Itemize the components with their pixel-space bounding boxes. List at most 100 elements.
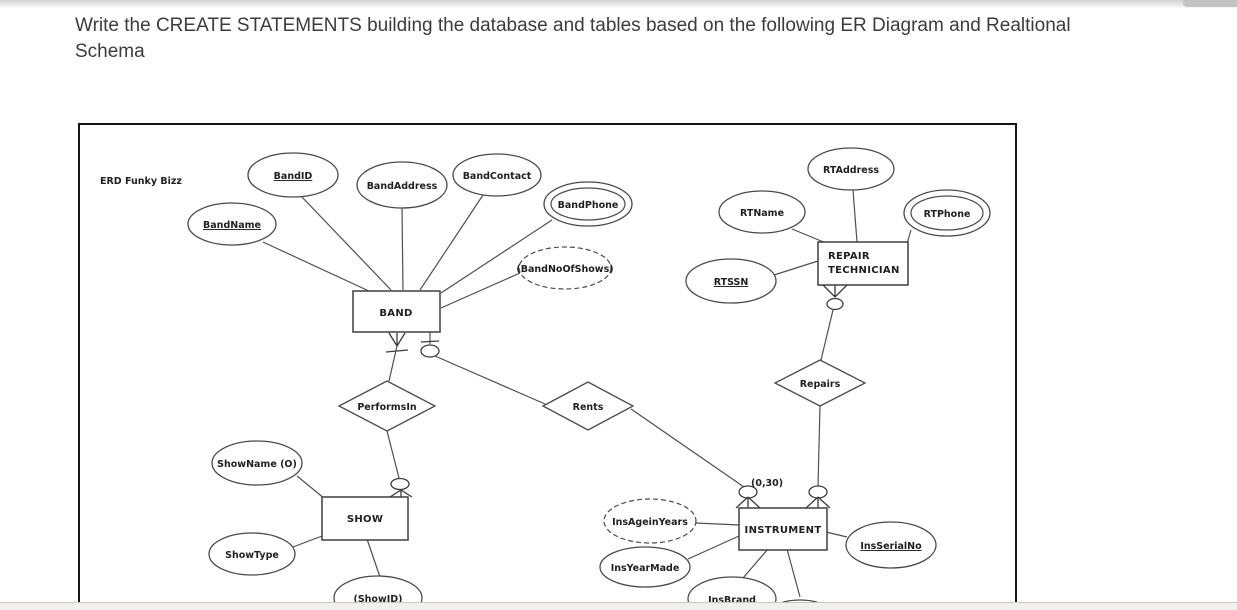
entity-rect — [817, 241, 909, 286]
connector-line — [296, 475, 326, 500]
connector-line — [695, 522, 740, 526]
connector-line — [401, 207, 404, 291]
attribute-ellipse — [807, 147, 895, 191]
attribute-ellipse-dashed — [603, 498, 697, 544]
connector-line — [300, 195, 392, 291]
attribute-band-contact: BandContact — [452, 153, 542, 197]
question-text: Write the CREATE STATEMENTS building the… — [75, 13, 1135, 65]
diagram-title: ERD Funky Bizz — [100, 176, 182, 187]
crows-foot-notation — [735, 496, 761, 509]
attribute-ellipse — [687, 576, 777, 610]
attribute-ellipse-outer — [903, 189, 991, 237]
connector-line — [386, 430, 400, 479]
connector-line — [825, 531, 848, 538]
connector-line — [817, 405, 821, 487]
connector-line — [786, 548, 801, 598]
crows-foot-notation — [805, 496, 831, 509]
attribute-ins-age-in-years: InsAgeinYears — [603, 498, 697, 544]
attribute-band-phone: BandPhone — [543, 181, 633, 227]
attribute-label: InsBrand — [708, 595, 756, 606]
connector-line — [388, 345, 398, 382]
attribute-ellipse — [211, 440, 303, 486]
question-text-line2: Schema — [75, 41, 145, 62]
connector-line — [773, 260, 819, 276]
attribute-ellipse — [333, 575, 423, 610]
connector-line — [630, 408, 745, 488]
diamond-shape — [541, 381, 635, 431]
crows-foot-notation — [389, 489, 413, 498]
connector-line — [366, 538, 381, 578]
attribute-ellipse-inner — [550, 187, 626, 221]
attribute-rt-name: RTName — [718, 190, 806, 234]
connector-line — [434, 355, 546, 405]
one-tick-notation — [420, 340, 440, 343]
attribute-band-name: BandName — [187, 202, 277, 246]
attribute-rt-address: RTAddress — [807, 147, 895, 191]
attribute-label: (ShowID) — [353, 594, 402, 605]
connector-line — [292, 535, 323, 548]
attribute-label: BandAddress — [367, 181, 438, 192]
attribute-ellipse — [247, 152, 339, 198]
attribute-band-id: BandID — [247, 152, 339, 198]
attribute-label: RTName — [740, 208, 784, 219]
attribute-rt-ssn: RTSSN — [685, 258, 777, 304]
relationship-label: Repairs — [800, 379, 841, 390]
entity-label-line1: REPAIR — [828, 251, 870, 262]
entity-instrument: INSTRUMENT — [738, 507, 828, 551]
question-text-line1: Write the CREATE STATEMENTS building the… — [75, 15, 1071, 36]
attribute-label: InsSerialNo — [860, 541, 922, 552]
connector-line — [852, 189, 858, 243]
attribute-ellipse — [187, 202, 277, 246]
attribute-ellipse — [718, 190, 806, 234]
attribute-ellipse — [208, 532, 296, 576]
optional-circle-notation — [390, 477, 410, 491]
connector-line — [791, 228, 827, 244]
attribute-label: ShowType — [225, 550, 279, 561]
entity-label: SHOW — [347, 514, 383, 525]
attribute-label: RTPhone — [924, 209, 971, 220]
entity-label: INSTRUMENT — [745, 525, 822, 536]
entity-label-line2: TECHNICIAN — [828, 265, 900, 276]
relationship-connectors — [385, 284, 848, 509]
attribute-label: (BandNoOfShows) — [516, 264, 613, 275]
attribute-rt-phone: RTPhone — [903, 189, 991, 237]
entity-rect — [738, 507, 828, 551]
entity-repair-technician: REPAIR TECHNICIAN — [817, 241, 909, 286]
connector-line — [820, 309, 834, 361]
attribute-label: RTAddress — [823, 165, 879, 176]
attribute-band-no-of-shows: (BandNoOfShows) — [516, 246, 614, 290]
attribute-band-address: BandAddress — [356, 161, 448, 209]
cardinality-annotation: (0,30) — [751, 478, 783, 489]
crows-foot-notation — [388, 332, 406, 347]
attribute-connectors — [262, 189, 912, 598]
connector-line — [440, 219, 553, 294]
relationship-label: Rents — [573, 402, 604, 413]
optional-circle-notation — [420, 344, 440, 358]
entity-rect — [352, 290, 441, 333]
attribute-ins-serial-no: InsSerialNo — [845, 521, 937, 569]
attribute-ellipse — [599, 546, 691, 588]
attribute-ellipse-dashed — [518, 246, 612, 290]
entity-label: BAND — [379, 308, 412, 319]
attribute-ins-brand: InsBrand — [687, 576, 777, 610]
entity-rect — [321, 496, 409, 541]
bottom-scrollbar-track — [0, 602, 1237, 610]
connector-line — [440, 272, 521, 309]
optional-circle-notation — [826, 297, 844, 311]
attribute-show-id: (ShowID) — [333, 575, 423, 610]
entity-band: BAND — [352, 290, 441, 333]
connector-line — [419, 194, 484, 291]
attribute-ellipse — [845, 521, 937, 569]
relationship-repairs: Repairs — [773, 359, 867, 407]
attribute-label: BandID — [274, 171, 313, 182]
attribute-label: BandContact — [463, 171, 532, 182]
diamond-shape — [337, 380, 437, 432]
attribute-label: BandPhone — [558, 200, 619, 211]
relationship-label: PerformsIn — [357, 402, 417, 413]
entity-show: SHOW — [321, 496, 409, 541]
attribute-label: RTSSN — [714, 277, 749, 288]
scrollbar-thumb[interactable] — [1183, 0, 1237, 7]
attribute-show-name: ShowName (O) — [211, 440, 303, 486]
